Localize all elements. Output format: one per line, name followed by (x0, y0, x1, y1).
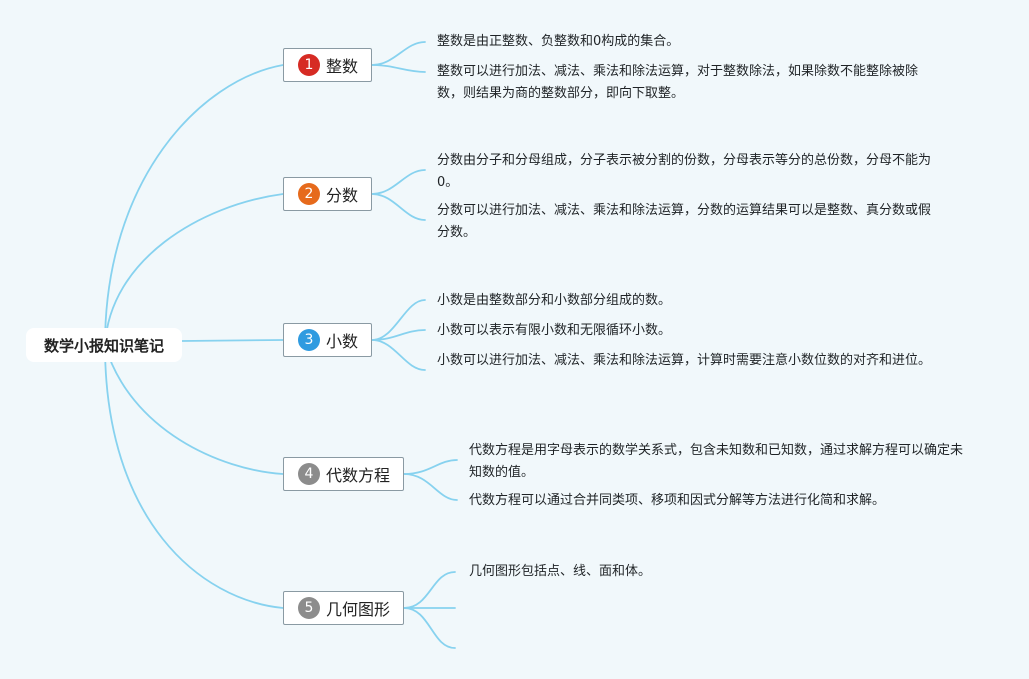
topic-label: 整数 (326, 57, 359, 76)
topic-decimals[interactable]: 3 小数 (283, 323, 372, 357)
number-badge-5: 5 (298, 597, 320, 619)
connector-topic-3-note-3 (371, 339, 426, 371)
connector-root-topic-2 (104, 193, 284, 346)
connector-root-topic-3 (181, 339, 284, 342)
connector-topic-5-note-3 (403, 607, 456, 649)
number-badge-1: 1 (298, 54, 320, 76)
note-decimals-definition[interactable]: 小数是由整数部分和小数部分组成的数。 (437, 293, 672, 308)
topic-fractions[interactable]: 2 分数 (283, 177, 372, 211)
topic-label: 分数 (326, 186, 359, 205)
connector-root-topic-1 (104, 64, 284, 346)
root-topic[interactable]: 数学小报知识笔记 (26, 328, 182, 362)
topic-integers[interactable]: 1 整数 (283, 48, 372, 82)
connector-topic-4-note-2 (403, 473, 458, 501)
connector-root-topic-4 (104, 344, 284, 475)
connector-topic-1-note-2 (371, 64, 426, 73)
root-topic-label: 数学小报知识笔记 (43, 336, 164, 355)
topic-geometric-shapes[interactable]: 5 几何图形 (283, 591, 404, 625)
topic-label: 几何图形 (326, 600, 391, 619)
topic-label: 小数 (326, 332, 359, 351)
connector-topic-2-note-1 (371, 169, 426, 195)
connector-topic-5-note-1 (403, 571, 456, 609)
connector-topic-3-note-1 (371, 299, 426, 341)
number-badge-2: 2 (298, 183, 320, 205)
note-fractions-definition[interactable]: 分数由分子和分母组成，分子表示被分割的份数，分母表示等分的总份数，分母不能为0。 (437, 153, 932, 190)
connector-topic-4-note-1 (403, 459, 458, 475)
note-decimals-types[interactable]: 小数可以表示有限小数和无限循环小数。 (437, 323, 672, 338)
note-integers-operations[interactable]: 整数可以进行加法、减法、乘法和除法运算，对于整数除法，如果除数不能整除被除数，则… (437, 64, 919, 101)
note-integers-definition[interactable]: 整数是由正整数、负整数和0构成的集合。 (437, 34, 680, 49)
number-badge-3: 3 (298, 329, 320, 351)
topic-algebraic-equations[interactable]: 4 代数方程 (283, 457, 404, 491)
connector-topic-2-note-2 (371, 193, 426, 221)
note-equations-definition[interactable]: 代数方程是用字母表示的数学关系式，包含未知数和已知数，通过求解方程可以确定未知数… (469, 443, 964, 480)
note-fractions-operations[interactable]: 分数可以进行加法、减法、乘法和除法运算，分数的运算结果可以是整数、真分数或假分数… (437, 203, 932, 240)
note-decimals-operations[interactable]: 小数可以进行加法、减法、乘法和除法运算，计算时需要注意小数位数的对齐和进位。 (437, 353, 932, 368)
connector-topic-1-note-1 (371, 41, 426, 66)
connector-root-topic-5 (104, 344, 284, 609)
note-geometry-definition[interactable]: 几何图形包括点、线、面和体。 (469, 564, 652, 579)
note-equations-solving[interactable]: 代数方程可以通过合并同类项、移项和因式分解等方法进行化简和求解。 (469, 493, 886, 508)
number-badge-4: 4 (298, 463, 320, 485)
topic-label: 代数方程 (326, 466, 391, 485)
